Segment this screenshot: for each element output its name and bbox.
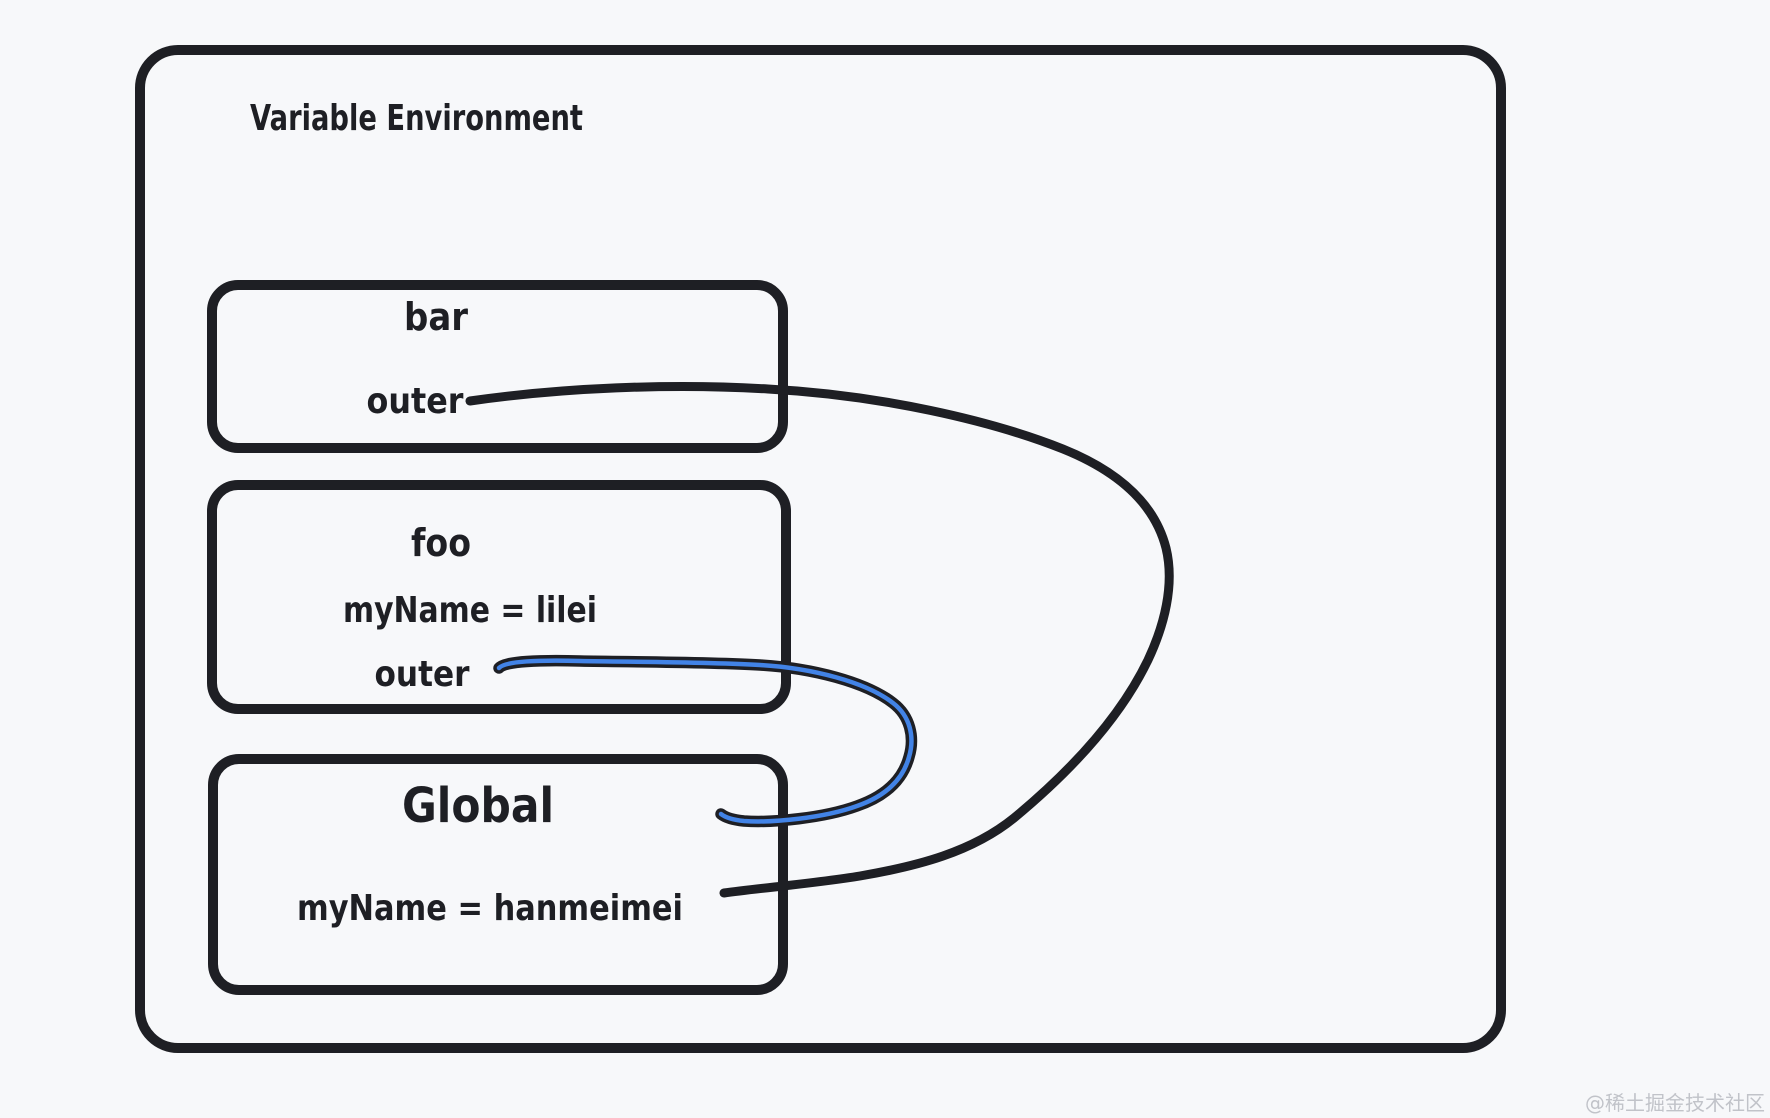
foo-binding-text: myName = lilei: [343, 590, 597, 631]
global-frame-box: [208, 754, 788, 995]
variable-environment-box: [135, 45, 1506, 1053]
foo-outer-reference-line-casing: [493, 654, 918, 828]
global-frame-label: Global: [402, 778, 554, 834]
foo-outer-reference-line: [496, 658, 914, 824]
environment-title: Variable Environment: [250, 98, 583, 139]
foo-outer-slot-label: outer: [375, 654, 470, 695]
foo-frame-label: foo: [411, 521, 471, 565]
global-binding-text: myName = hanmeimei: [297, 888, 683, 929]
foo-frame-box: [207, 480, 791, 714]
watermark-text: @稀土掘金技术社区: [1585, 1091, 1765, 1115]
bar-frame-box: [207, 280, 788, 453]
bar-outer-slot-label: outer: [367, 381, 464, 422]
bar-outer-reference-line: [465, 381, 1174, 898]
bar-frame-label: bar: [404, 295, 468, 339]
